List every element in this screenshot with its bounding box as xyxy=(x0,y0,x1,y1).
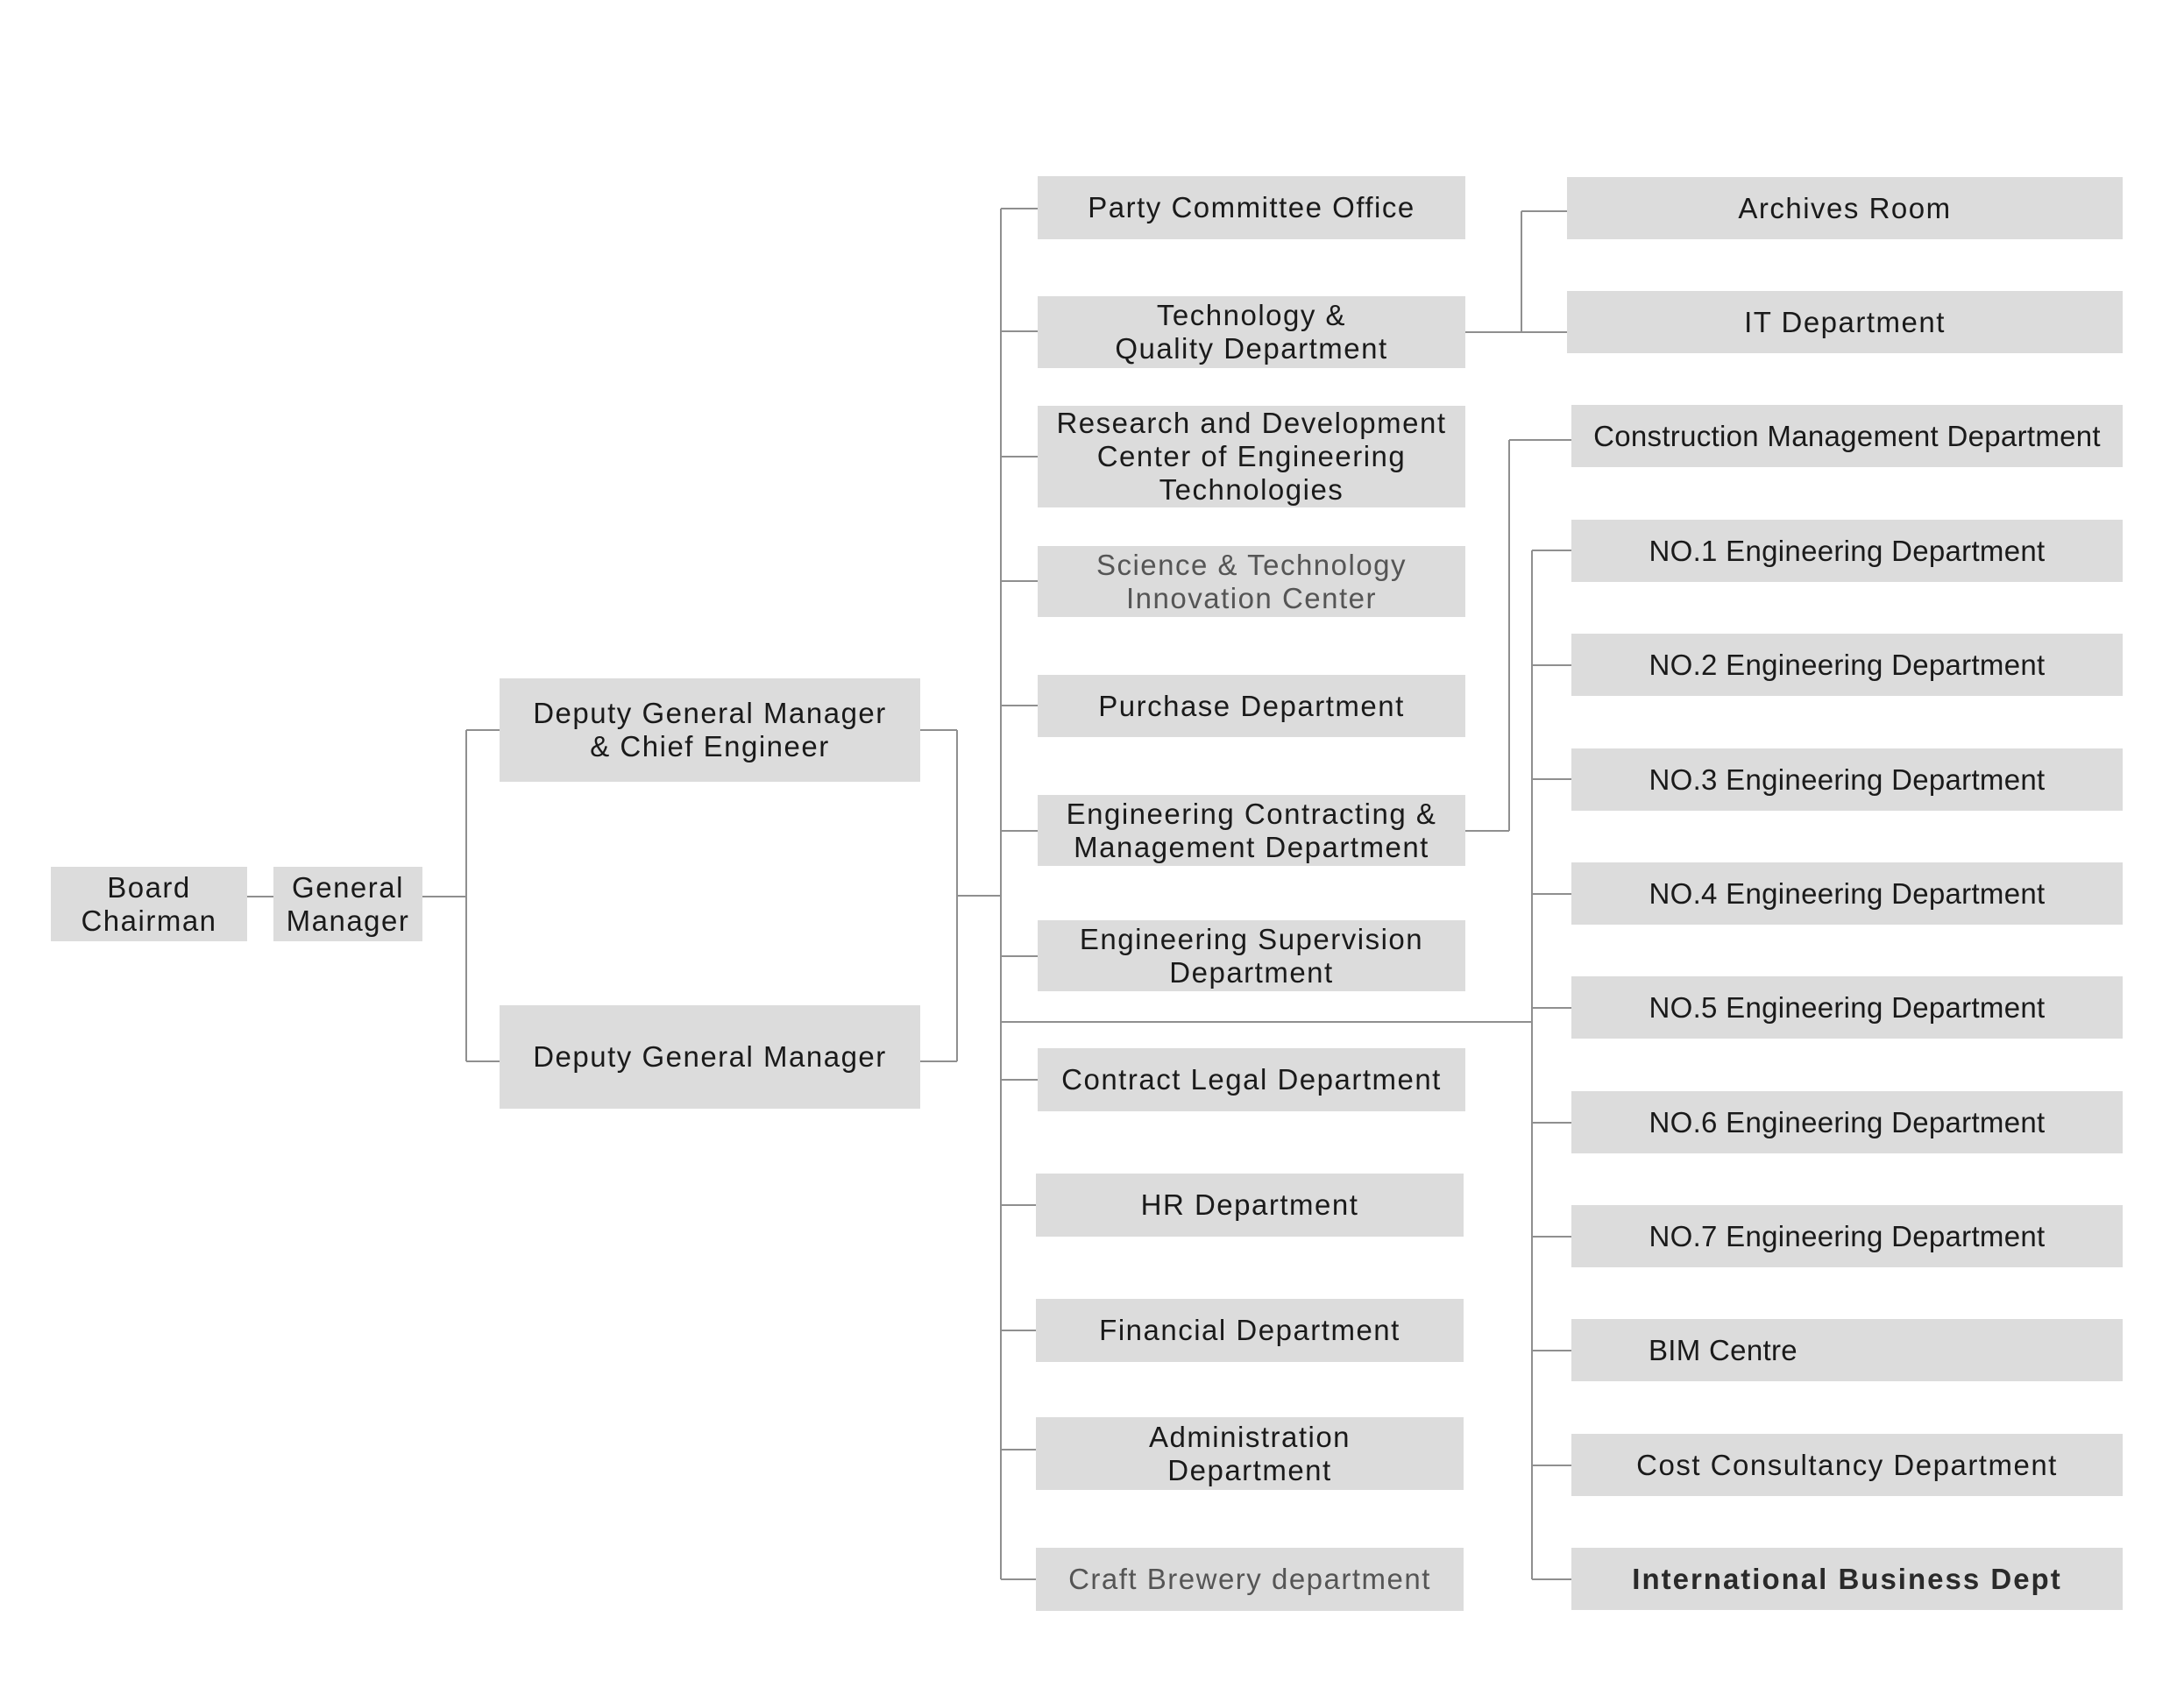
node-board-chairman: Board Chairman xyxy=(51,867,247,941)
node-no1-engineering-department: NO.1 Engineering Department xyxy=(1571,520,2123,582)
node-rd-center: Research and Development Center of Engin… xyxy=(1038,406,1465,507)
node-it-department: IT Department xyxy=(1567,291,2123,353)
node-no3-engineering-department: NO.3 Engineering Department xyxy=(1571,748,2123,811)
node-no5-engineering-department: NO.5 Engineering Department xyxy=(1571,976,2123,1039)
node-construction-management-department: Construction Management Department xyxy=(1571,405,2123,467)
node-contracting-management-department: Engineering Contracting & Management Dep… xyxy=(1038,795,1465,866)
node-financial-department: Financial Department xyxy=(1036,1299,1464,1362)
node-party-committee-office: Party Committee Office xyxy=(1038,176,1465,239)
node-technology-quality-department: Technology & Quality Department xyxy=(1038,296,1465,368)
node-deputy-gm: Deputy General Manager xyxy=(500,1005,920,1109)
node-general-manager: General Manager xyxy=(273,867,422,941)
node-bim-centre: BIM Centre xyxy=(1571,1319,2123,1381)
node-purchase-department: Purchase Department xyxy=(1038,675,1465,737)
node-no4-engineering-department: NO.4 Engineering Department xyxy=(1571,862,2123,925)
node-cost-consultancy-department: Cost Consultancy Department xyxy=(1571,1434,2123,1496)
node-craft-brewery-department: Craft Brewery department xyxy=(1036,1548,1464,1611)
node-no2-engineering-department: NO.2 Engineering Department xyxy=(1571,634,2123,696)
node-contract-legal-department: Contract Legal Department xyxy=(1038,1048,1465,1111)
node-no7-engineering-department: NO.7 Engineering Department xyxy=(1571,1205,2123,1267)
node-administration-department: Administration Department xyxy=(1036,1417,1464,1490)
node-hr-department: HR Department xyxy=(1036,1174,1464,1237)
node-archives-room: Archives Room xyxy=(1567,177,2123,239)
node-deputy-gm-chief-engineer: Deputy General Manager & Chief Engineer xyxy=(500,678,920,782)
node-engineering-supervision-department: Engineering Supervision Department xyxy=(1038,920,1465,991)
node-no6-engineering-department: NO.6 Engineering Department xyxy=(1571,1091,2123,1153)
node-innovation-center: Science & Technology Innovation Center xyxy=(1038,546,1465,617)
node-international-business-dept: International Business Dept xyxy=(1571,1548,2123,1610)
